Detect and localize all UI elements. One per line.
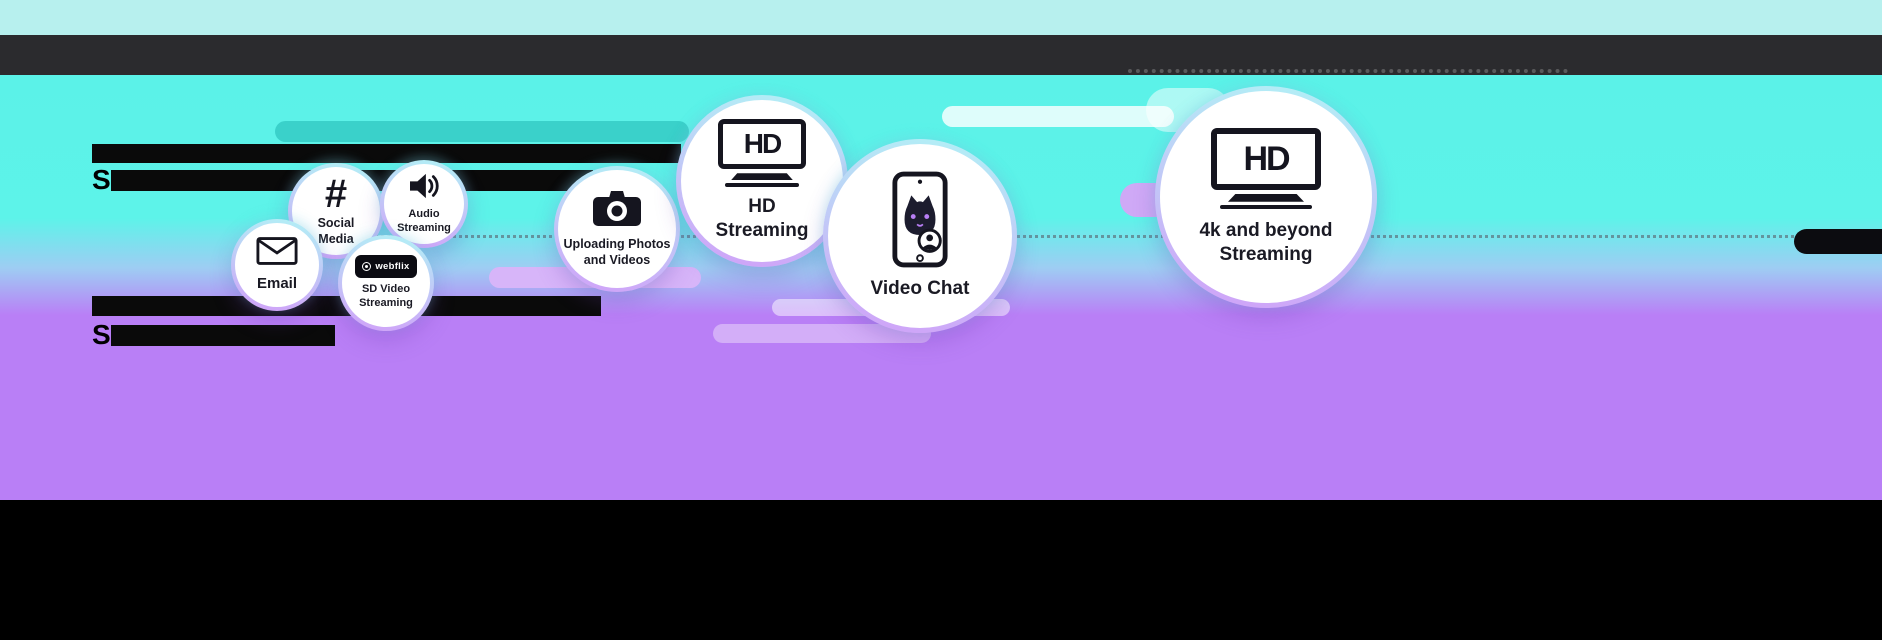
tv-stand	[1228, 193, 1304, 202]
tv-hd-icon-text: HD	[1243, 139, 1290, 178]
bubble-audio-streaming: Audio Streaming	[380, 160, 468, 248]
redacted-heading-top-row1	[92, 144, 681, 163]
bubble-label: Email	[256, 275, 298, 293]
redacted-initial-letter: S	[92, 319, 111, 350]
bubble-label: Video Chat	[870, 278, 970, 300]
envelope-icon	[256, 236, 298, 271]
bubble-sd-video-streaming: webflix SD Video Streaming	[338, 235, 434, 331]
tv-hd-icon-text: HD	[743, 128, 782, 160]
redacted-bar	[92, 144, 681, 163]
webflix-badge-icon: webflix	[355, 255, 417, 279]
bubble-label: SD Video Streaming	[359, 283, 413, 309]
decor-pill-teal	[275, 121, 689, 142]
decor-pill-white-right	[942, 106, 1174, 127]
bubble-label: Audio Streaming	[397, 208, 451, 234]
tv-hd-icon: HD	[718, 119, 806, 170]
webflix-label: webflix	[375, 261, 410, 273]
header-dotted-line	[1128, 69, 1568, 73]
bubble-label: HD Streaming	[715, 196, 809, 241]
tv-base	[725, 183, 799, 188]
bubble-label: 4k and beyond Streaming	[1199, 219, 1333, 265]
bubble-email: Email	[231, 219, 323, 311]
bubble-label: Uploading Photos and Videos	[563, 236, 671, 267]
speaker-icon	[408, 172, 440, 205]
speed-dotted-line	[250, 235, 1806, 238]
webflix-dot-icon	[362, 262, 372, 272]
camera-icon	[593, 190, 641, 231]
redacted-bar	[110, 324, 335, 346]
bubble-uploading-photos-and-videos: Uploading Photos and Videos	[554, 166, 680, 292]
bubble-4k-and-beyond-streaming: HD 4k and beyond Streaming	[1155, 86, 1377, 308]
decor-pill-lavender-mid	[713, 324, 931, 343]
right-edge-black-pill	[1794, 229, 1882, 254]
bubble-hd-streaming: HD HD Streaming	[676, 95, 848, 267]
tv-stand	[731, 173, 793, 181]
redacted-heading-bottom-row2: S	[92, 321, 335, 349]
redacted-initial-letter: S	[92, 164, 111, 195]
bubble-label: Social Media	[317, 216, 355, 246]
bubble-video-chat: Video Chat	[823, 139, 1017, 333]
tv-base	[1220, 204, 1312, 209]
phone-video-call-cat-icon	[891, 171, 949, 273]
hashtag-icon: #	[324, 172, 348, 217]
tv-hd-icon: HD	[1211, 127, 1321, 190]
